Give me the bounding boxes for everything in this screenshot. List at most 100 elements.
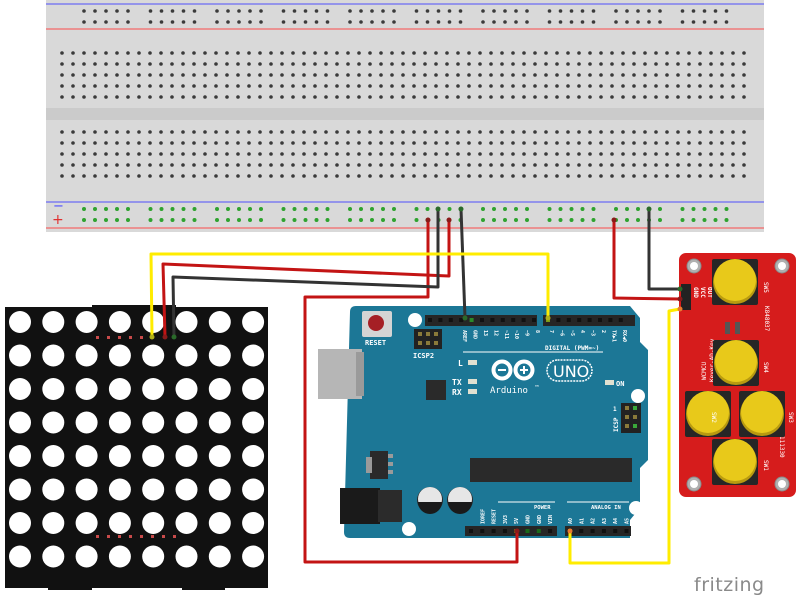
main-hole[interactable] bbox=[346, 141, 350, 145]
main-hole[interactable] bbox=[632, 95, 636, 99]
main-hole[interactable] bbox=[643, 163, 647, 167]
rail-hole[interactable] bbox=[636, 9, 640, 13]
main-hole[interactable] bbox=[720, 51, 724, 55]
main-hole[interactable] bbox=[709, 95, 713, 99]
rail-hole[interactable] bbox=[481, 218, 485, 222]
rail-hole[interactable] bbox=[381, 218, 385, 222]
main-hole[interactable] bbox=[643, 141, 647, 145]
rail-hole[interactable] bbox=[170, 9, 175, 13]
main-hole[interactable] bbox=[621, 130, 625, 134]
main-hole[interactable] bbox=[126, 141, 130, 145]
main-hole[interactable] bbox=[456, 62, 460, 66]
rail-hole[interactable] bbox=[625, 218, 629, 222]
main-hole[interactable] bbox=[302, 130, 306, 134]
main-hole[interactable] bbox=[313, 141, 317, 145]
main-hole[interactable] bbox=[676, 174, 680, 178]
keypad-button-sw2[interactable] bbox=[687, 391, 729, 433]
main-hole[interactable] bbox=[676, 95, 680, 99]
wire-end[interactable] bbox=[435, 206, 441, 212]
main-hole[interactable] bbox=[742, 163, 746, 167]
main-hole[interactable] bbox=[379, 163, 383, 167]
main-hole[interactable] bbox=[555, 51, 559, 55]
main-hole[interactable] bbox=[313, 130, 317, 134]
main-hole[interactable] bbox=[346, 163, 350, 167]
rail-hole[interactable] bbox=[425, 207, 430, 211]
main-hole[interactable] bbox=[291, 130, 295, 134]
main-hole[interactable] bbox=[93, 141, 97, 145]
main-hole[interactable] bbox=[533, 174, 537, 178]
main-hole[interactable] bbox=[379, 152, 383, 156]
main-hole[interactable] bbox=[467, 73, 471, 77]
main-hole[interactable] bbox=[610, 174, 614, 178]
main-hole[interactable] bbox=[544, 51, 548, 55]
main-hole[interactable] bbox=[357, 163, 361, 167]
main-hole[interactable] bbox=[654, 73, 658, 77]
rail-hole[interactable] bbox=[381, 9, 385, 13]
keypad-button-sw1[interactable] bbox=[714, 439, 756, 481]
wire-end[interactable] bbox=[567, 528, 573, 534]
main-hole[interactable] bbox=[676, 62, 680, 66]
matrix-pin[interactable] bbox=[151, 535, 154, 538]
main-hole[interactable] bbox=[665, 141, 669, 145]
main-hole[interactable] bbox=[71, 152, 75, 156]
main-hole[interactable] bbox=[60, 130, 64, 134]
rail-hole[interactable] bbox=[658, 20, 662, 24]
rail-hole[interactable] bbox=[636, 207, 640, 211]
main-hole[interactable] bbox=[203, 174, 207, 178]
main-hole[interactable] bbox=[214, 152, 218, 156]
rail-hole[interactable] bbox=[170, 20, 175, 24]
rail-hole[interactable] bbox=[569, 9, 574, 13]
main-hole[interactable] bbox=[533, 73, 537, 77]
main-hole[interactable] bbox=[720, 130, 724, 134]
rail-hole[interactable] bbox=[525, 20, 529, 24]
breadboard[interactable]: − + bbox=[46, 0, 764, 232]
main-hole[interactable] bbox=[390, 130, 394, 134]
rail-hole[interactable] bbox=[93, 9, 97, 13]
main-hole[interactable] bbox=[302, 174, 306, 178]
header-pin[interactable] bbox=[613, 529, 618, 533]
rail-hole[interactable] bbox=[181, 207, 186, 211]
main-hole[interactable] bbox=[599, 84, 603, 88]
main-hole[interactable] bbox=[225, 163, 229, 167]
rail-hole[interactable] bbox=[93, 218, 97, 222]
rail-hole[interactable] bbox=[148, 218, 153, 222]
main-hole[interactable] bbox=[71, 51, 75, 55]
rail-hole[interactable] bbox=[658, 207, 662, 211]
main-hole[interactable] bbox=[236, 84, 240, 88]
main-hole[interactable] bbox=[566, 51, 570, 55]
rail-hole[interactable] bbox=[159, 218, 164, 222]
rail-hole[interactable] bbox=[126, 218, 130, 222]
main-hole[interactable] bbox=[687, 62, 691, 66]
main-hole[interactable] bbox=[533, 95, 537, 99]
main-hole[interactable] bbox=[313, 152, 317, 156]
main-hole[interactable] bbox=[665, 73, 669, 77]
main-hole[interactable] bbox=[357, 73, 361, 77]
main-hole[interactable] bbox=[181, 84, 185, 88]
main-hole[interactable] bbox=[720, 62, 724, 66]
main-hole[interactable] bbox=[280, 73, 284, 77]
main-hole[interactable] bbox=[676, 152, 680, 156]
main-hole[interactable] bbox=[93, 163, 97, 167]
rail-hole[interactable] bbox=[658, 9, 662, 13]
rail-hole[interactable] bbox=[724, 20, 729, 24]
main-hole[interactable] bbox=[709, 141, 713, 145]
wire-end[interactable] bbox=[677, 296, 683, 302]
rail-hole[interactable] bbox=[281, 207, 286, 211]
main-hole[interactable] bbox=[588, 84, 592, 88]
main-hole[interactable] bbox=[269, 51, 273, 55]
main-hole[interactable] bbox=[577, 62, 581, 66]
rail-hole[interactable] bbox=[348, 20, 352, 24]
main-hole[interactable] bbox=[511, 95, 515, 99]
main-hole[interactable] bbox=[445, 51, 449, 55]
main-hole[interactable] bbox=[632, 174, 636, 178]
main-hole[interactable] bbox=[247, 51, 251, 55]
main-hole[interactable] bbox=[247, 73, 251, 77]
rail-hole[interactable] bbox=[381, 20, 385, 24]
rail-hole[interactable] bbox=[126, 9, 130, 13]
header-pin[interactable] bbox=[532, 318, 536, 322]
main-hole[interactable] bbox=[302, 62, 306, 66]
wire-end[interactable] bbox=[446, 217, 452, 223]
main-hole[interactable] bbox=[148, 62, 152, 66]
rail-hole[interactable] bbox=[458, 20, 463, 24]
main-hole[interactable] bbox=[346, 62, 350, 66]
